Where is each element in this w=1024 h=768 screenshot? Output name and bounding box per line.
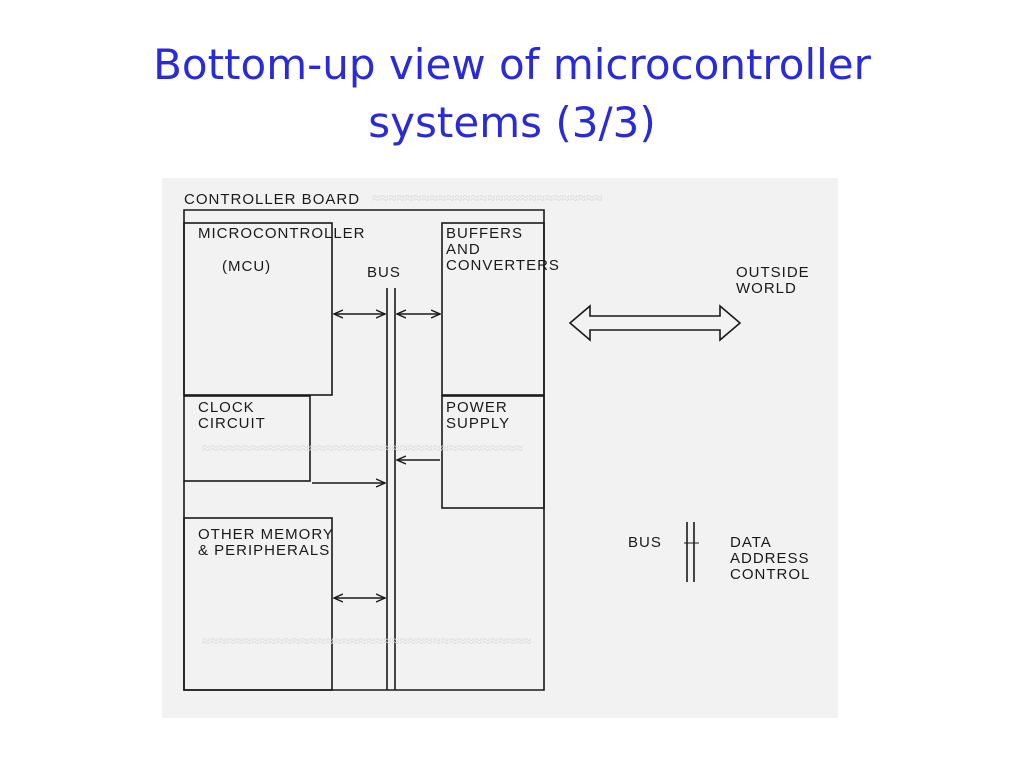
- outside-world-arrow: [568, 304, 742, 342]
- legend-dash: —: [684, 534, 700, 551]
- mcu-label: MICROCONTROLLER: [198, 225, 366, 242]
- legend-data-label: DATA: [730, 534, 772, 551]
- buffers-label-2: AND: [446, 241, 481, 258]
- legend-bus-label: BUS: [628, 534, 662, 551]
- bus-label: BUS: [367, 264, 401, 281]
- slide-title: Bottom-up view of microcontroller system…: [0, 36, 1024, 152]
- diagram-lines: [183, 209, 742, 691]
- legend-control-label: CONTROL: [730, 566, 811, 583]
- slide-title-line-1: Bottom-up view of microcontroller: [153, 40, 871, 89]
- power-label-2: SUPPLY: [446, 415, 511, 432]
- bleed-text: ≈≈≈≈≈≈≈≈≈≈≈≈≈≈≈≈≈≈≈≈≈≈≈≈≈≈≈≈≈≈≈≈≈≈≈≈≈≈≈: [202, 441, 524, 457]
- buffers-box: [441, 222, 545, 396]
- clock-label-1: CLOCK: [198, 399, 255, 416]
- slide-title-line-2: systems (3/3): [368, 98, 656, 147]
- legend-address-label: ADDRESS: [730, 550, 810, 567]
- outside-world-label-1: OUTSIDE: [736, 264, 810, 281]
- bleed-text: ≈≈≈≈≈≈≈≈≈≈≈≈≈≈≈≈≈≈≈≈≈≈≈≈≈≈≈≈: [372, 191, 603, 207]
- power-label-1: POWER: [446, 399, 508, 416]
- buffers-label-1: BUFFERS: [446, 225, 524, 242]
- controller-board-label: CONTROLLER BOARD: [184, 191, 361, 208]
- mcu-box: [183, 222, 333, 396]
- outside-world-label-2: WORLD: [736, 280, 797, 297]
- memory-label-1: OTHER MEMORY: [198, 526, 334, 543]
- scanned-diagram: ≈≈≈≈≈≈≈≈≈≈≈≈≈≈≈≈≈≈≈≈≈≈≈≈≈≈≈≈ ≈≈≈≈≈≈≈≈≈≈≈…: [162, 178, 838, 718]
- clock-box: [183, 395, 311, 482]
- bleed-text: ≈≈≈≈≈≈≈≈≈≈≈≈≈≈≈≈≈≈≈≈≈≈≈≈≈≈≈≈≈≈≈≈≈≈≈≈≈≈≈≈: [202, 634, 532, 650]
- mcu-abbrev-label: (MCU): [222, 258, 272, 275]
- power-box: [441, 395, 545, 509]
- memory-box: [183, 517, 333, 691]
- buffers-label-3: CONVERTERS: [446, 257, 560, 274]
- clock-label-2: CIRCUIT: [198, 415, 266, 432]
- memory-label-2: & PERIPHERALS: [198, 542, 331, 559]
